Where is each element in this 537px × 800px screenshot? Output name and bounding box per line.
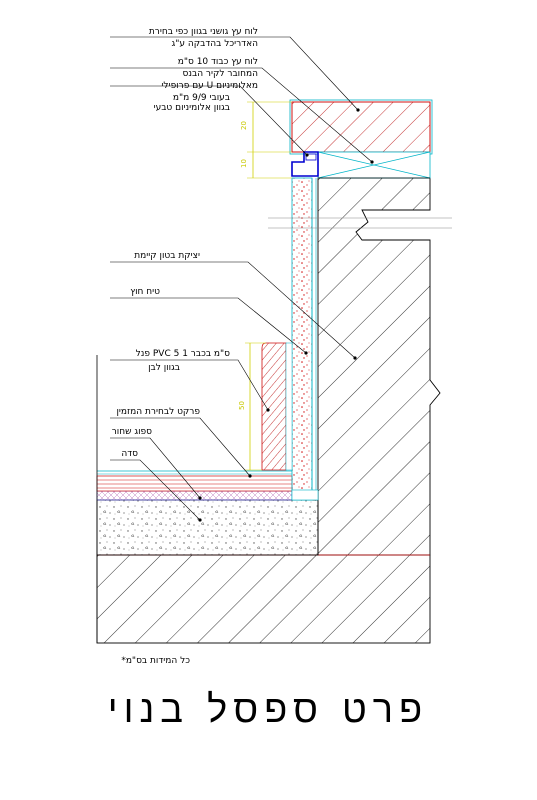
concrete-wall <box>317 177 441 556</box>
floor-slab <box>96 554 431 644</box>
label-connected-wall: המחובר לקיר הבנס <box>183 69 259 79</box>
dimensions-note: *כל המידות בס"מ <box>121 656 190 666</box>
label-wood-board: לוח עץ גושני בגוון כפי בחירת <box>149 27 258 37</box>
wall-plaster <box>291 177 319 501</box>
dim-20: 20 <box>240 121 248 130</box>
leader-lines <box>110 36 373 521</box>
label-parquet: פרקט לבחירת המזמין <box>116 407 200 417</box>
break-lines <box>268 217 452 229</box>
callout-labels: לוח עץ גושני בגוון כפי בחירת האדריכל בהד… <box>112 27 258 459</box>
dim-10: 10 <box>240 159 248 168</box>
label-existing-concrete: יציקת בטון קיימת <box>134 251 200 261</box>
screed-layer <box>96 499 319 556</box>
label-black-sponge: ספוג שחור <box>112 427 152 437</box>
label-architect-glue: האדריכל בהדבקה ע"ג <box>172 39 259 49</box>
label-u-profiles: עם פרופילי U מאלומיניום <box>161 81 258 91</box>
drawing-title: פרט ספסל בנוי <box>108 687 428 731</box>
floor-finishes <box>96 470 293 501</box>
label-plaster: טיח חוץ <box>130 287 160 297</box>
aluminium-profile <box>291 151 319 177</box>
dimension-lines: 20 10 50 <box>238 101 292 471</box>
label-pvc-panel: פנל PVC 5 ס"מ בכבר 1 <box>136 349 230 359</box>
label-screed: סדה <box>121 449 138 459</box>
label-white: בגוון לבן <box>148 363 180 373</box>
label-wood-10cm: לוח עץ כבוד 10 ס"מ <box>178 57 258 67</box>
pvc-panel <box>261 342 293 471</box>
label-natural-aluminium: בגוון אלומיניום טבעי <box>154 103 230 113</box>
dim-50: 50 <box>238 401 246 410</box>
leader-dots <box>198 108 374 522</box>
bench-board <box>289 99 433 179</box>
label-thickness: בעובי 9/9 מ"מ <box>173 93 230 103</box>
